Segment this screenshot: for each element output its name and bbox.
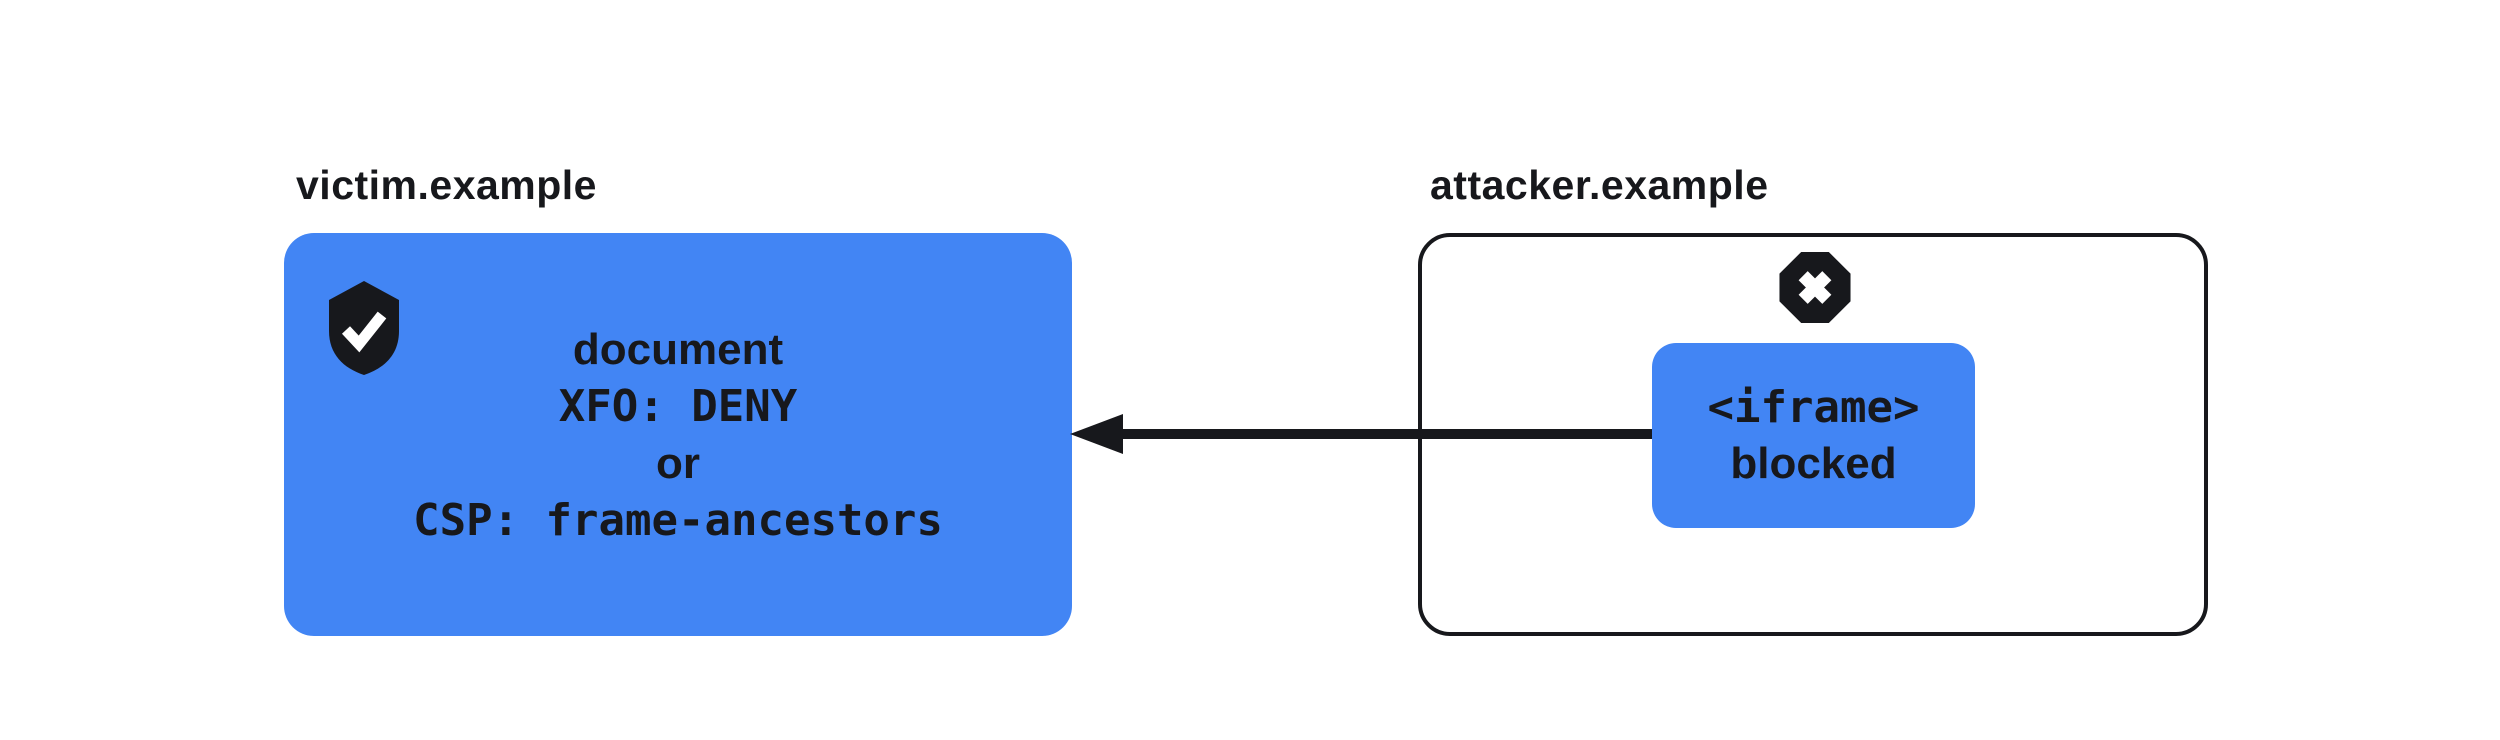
blocked-request-arrow-line: [1120, 429, 1652, 439]
victim-line-xfo-deny: XFO: DENY: [558, 380, 798, 432]
blocked-iframe-box: <iframe> blocked: [1652, 343, 1975, 528]
blocked-request-arrow-head: [1070, 414, 1123, 454]
victim-line-csp-frame-ancestors: CSP: frame-ancestors: [413, 494, 943, 546]
iframe-line-tag: <iframe>: [1707, 381, 1920, 433]
blocked-x-octagon-icon: [1777, 250, 1853, 325]
victim-document-card: document XFO: DENY or CSP: frame-ancesto…: [284, 233, 1072, 636]
shield-check-icon: [326, 279, 402, 377]
attacker-domain-label: attacker.example: [1430, 162, 1769, 208]
victim-card-text: document XFO: DENY or CSP: frame-ancesto…: [413, 321, 943, 549]
victim-line-or: or: [656, 438, 700, 488]
victim-line-document: document: [572, 324, 784, 374]
iframe-line-blocked: blocked: [1730, 438, 1897, 488]
attacker-page-card: <iframe> blocked: [1418, 233, 2208, 636]
victim-domain-label: victim.example: [296, 162, 597, 208]
